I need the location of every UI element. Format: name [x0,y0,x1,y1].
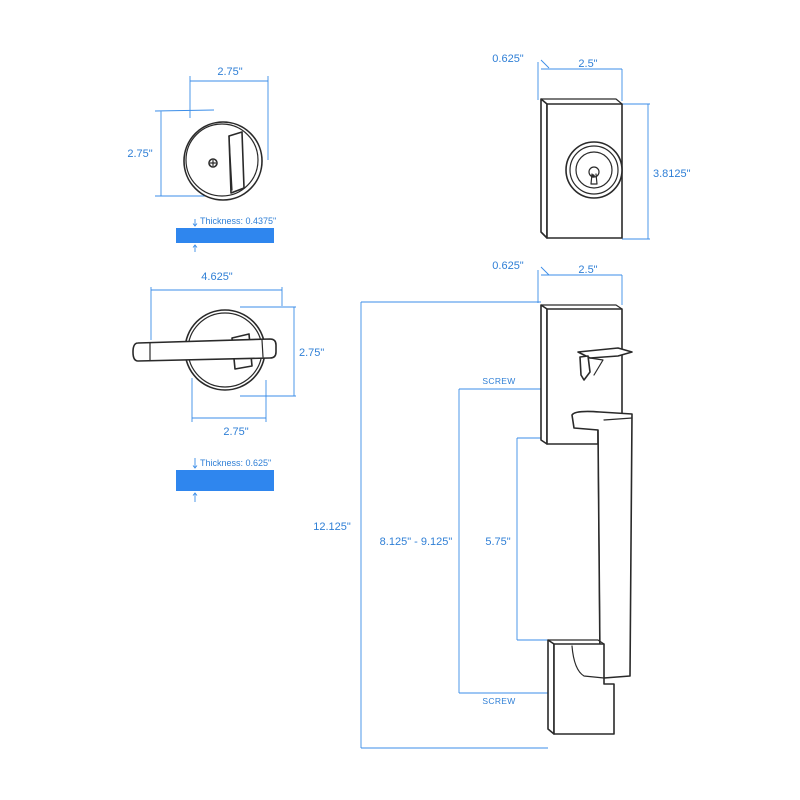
lever-thickness-label: Thickness: 0.625" [200,458,271,468]
deadbolt-rose [183,121,263,201]
screw-bottom-label: SCREW [482,696,515,706]
ext-deadbolt-cylinder [565,141,623,199]
dim-line-handleset-depth [537,266,550,303]
handleset-bottom-plate [547,639,555,735]
deadbolt-thickness-bar [176,228,274,243]
ext-deadbolt-plate [540,98,548,239]
dim-line-lever-rose-height [240,306,296,397]
handleset-top-plate [540,304,548,445]
lever-handle [132,338,277,362]
deadbolt-interior: 2.75" 2.75" Thickness: 0.4375" [127,66,276,252]
dim-line-handleset-width [541,274,623,305]
dim-line-lever-length [150,287,283,340]
dim-line-ext-deadbolt-width [541,68,623,101]
thumbturn [228,131,245,194]
ext-deadbolt-width-label: 2.5" [578,58,597,70]
keyhole-icon [588,166,600,185]
dim-line-ext-deadbolt-height [622,103,650,240]
lever-thickness-bar [176,470,274,491]
dim-line-screw-spacing [458,388,556,694]
lever-rose-height-label: 2.75" [299,347,324,359]
deadbolt-height-label: 2.75" [127,148,152,160]
handleset-width-label: 2.5" [578,264,597,276]
deadbolt-thickness-label: Thickness: 0.4375" [200,216,276,226]
dim-line-ext-deadbolt-depth [537,59,550,100]
deadbolt-width-label: 2.75" [217,66,242,78]
deadbolt-rose-inner [185,123,259,197]
thickness-arrow-top [192,219,198,227]
ext-deadbolt-depth-label: 0.625" [492,53,524,65]
dim-line-handleset-overall [360,301,548,749]
ext-deadbolt-height-label: 3.8125" [653,168,691,180]
dim-line-grip-height [516,437,598,641]
lever-interior: 4.625" 2.75" 2.75" [132,271,324,438]
thickness-arrow-bottom [192,244,198,252]
lever-length-label: 4.625" [201,271,233,283]
lever-thickness: Thickness: 0.625" [176,458,274,502]
deadbolt-exterior: 0.625" 2.5" 3.8125" [492,53,691,240]
grip-height-label: 5.75" [485,536,510,548]
handleset-overall-label: 12.125" [313,521,351,533]
handleset-depth-label: 0.625" [492,260,524,272]
handleset-grip [571,410,633,679]
thumb-latch [577,347,633,381]
screw-spacing-label: 8.125" - 9.125" [380,536,453,548]
lever-rose-width-label: 2.75" [223,426,248,438]
dim-line-deadbolt-width [189,76,269,160]
dim-line-lever-rose-width [191,378,267,422]
screw-top-label: SCREW [482,376,515,386]
handleset: 0.625" 2.5" 12.125" SCREW SCREW 8.125" -… [313,260,633,749]
